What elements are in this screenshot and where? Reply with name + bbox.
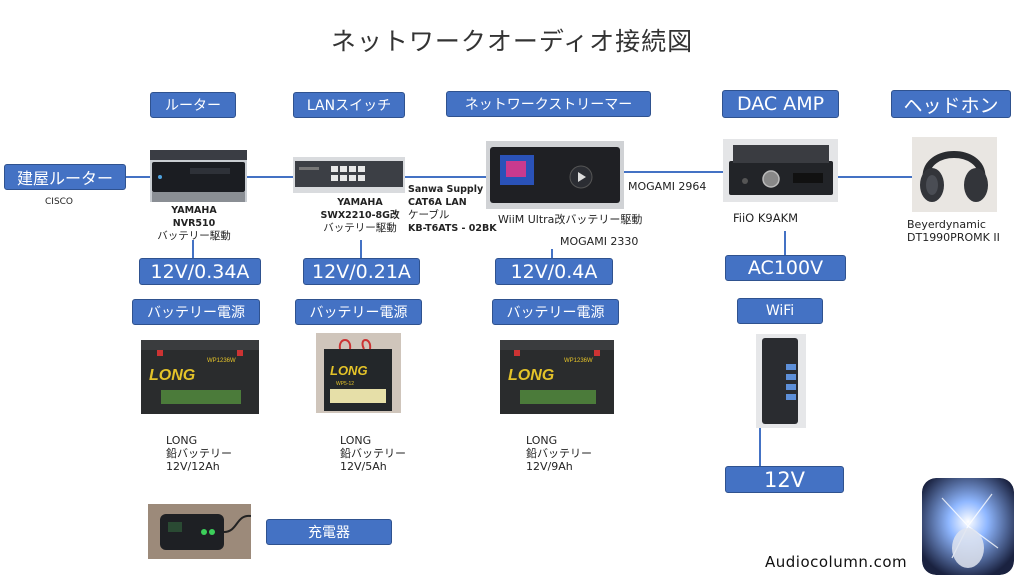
mogami-2330-caption: MOGAMI 2330 <box>560 235 639 248</box>
site-url: Audiocolumn.com <box>765 553 908 571</box>
cable-caption-model: KB-T6ATS - 02BK <box>408 223 497 234</box>
streamer-photo <box>486 141 624 209</box>
cable-caption-brand: Sanwa Supply <box>408 184 484 195</box>
switch-caption-model: SWX2210-8G改 <box>320 210 400 221</box>
battery-caption-2: LONG 鉛バッテリー 12V/5Ah <box>340 434 406 473</box>
site-logo-image <box>922 478 1014 575</box>
dac-power-box: AC100V <box>725 255 846 281</box>
building-router-box: 建屋ルーター <box>4 164 126 190</box>
battery-2-type: 鉛バッテリー <box>340 447 406 460</box>
battery-1-brand: LONG <box>166 434 198 447</box>
wifi-label-box: WiFi <box>737 298 823 324</box>
battery-1-model: WP1236W <box>207 358 236 364</box>
battery-2-logo: LONG <box>330 363 368 378</box>
battery-photo-2: LONG WP5-12 <box>316 333 401 413</box>
charger-label-box: 充電器 <box>266 519 392 545</box>
lan-switch-label-box: LANスイッチ <box>293 92 405 118</box>
router-caption-brand: YAMAHA <box>171 205 217 216</box>
headphone-caption-model: DT1990PROMK II <box>907 231 1000 244</box>
battery-3-model: WP1236W <box>564 358 593 364</box>
router-photo <box>150 150 247 202</box>
battery-1-logo: LONG <box>149 367 195 384</box>
battery-3-logo: LONG <box>508 367 554 384</box>
cable-caption-word: ケーブル <box>408 209 450 221</box>
headphone-caption-brand: Beyerdynamic <box>907 218 986 231</box>
router-power-box: 12V/0.34A <box>139 258 261 285</box>
cisco-caption: CISCO <box>45 197 74 207</box>
switch-caption-brand: YAMAHA <box>337 197 383 208</box>
battery-3-spec: 12V/9Ah <box>526 460 573 473</box>
diagram-title: ネットワークオーディオ接続図 <box>330 27 694 56</box>
battery-caption-1: LONG 鉛バッテリー 12V/12Ah <box>166 434 232 473</box>
cable-caption-type: CAT6A LAN <box>408 197 467 208</box>
dac-caption: FiiO K9AKM <box>733 211 799 225</box>
battery-2-brand: LONG <box>340 434 372 447</box>
mogami-2964-caption: MOGAMI 2964 <box>628 180 707 193</box>
router-label-box: ルーター <box>150 92 236 118</box>
dac-photo <box>723 139 838 202</box>
switch-caption: YAMAHA SWX2210-8G改 バッテリー駆動 <box>304 196 416 235</box>
battery-photo-1: LONG WP1236W <box>141 340 259 414</box>
cable-caption: Sanwa Supply CAT6A LAN ケーブル KB-T6ATS - 0… <box>408 183 497 235</box>
wifi-power-box: 12V <box>725 466 844 493</box>
switch-photo <box>293 157 405 193</box>
headphone-caption: Beyerdynamic DT1990PROMK II <box>907 218 1000 244</box>
battery-2-spec: 12V/5Ah <box>340 460 387 473</box>
battery-label-box-1: バッテリー電源 <box>132 299 260 325</box>
router-caption-model: NVR510 <box>172 218 216 229</box>
battery-3-type: 鉛バッテリー <box>526 447 592 460</box>
charger-photo <box>148 504 251 559</box>
streamer-label-box: ネットワークストリーマー <box>446 91 651 117</box>
battery-caption-3: LONG 鉛バッテリー 12V/9Ah <box>526 434 592 473</box>
router-caption-note: バッテリー駆動 <box>157 230 231 242</box>
headphone-photo <box>912 137 997 212</box>
battery-label-box-3: バッテリー電源 <box>492 299 619 325</box>
switch-power-box: 12V/0.21A <box>303 258 420 285</box>
battery-photo-3: LONG WP1236W <box>500 340 614 414</box>
battery-3-brand: LONG <box>526 434 558 447</box>
wifi-photo <box>756 334 806 428</box>
router-caption: YAMAHA NVR510 バッテリー駆動 <box>151 204 237 243</box>
battery-1-spec: 12V/12Ah <box>166 460 220 473</box>
battery-label-box-2: バッテリー電源 <box>295 299 422 325</box>
headphone-label-box: ヘッドホン <box>891 90 1011 118</box>
streamer-caption: WiiM Ultra改バッテリー駆動 <box>498 213 643 226</box>
switch-caption-note: バッテリー駆動 <box>323 222 397 234</box>
battery-2-model: WP5-12 <box>336 381 354 387</box>
battery-1-type: 鉛バッテリー <box>166 447 232 460</box>
dac-amp-label-box: DAC AMP <box>722 90 839 118</box>
streamer-power-box: 12V/0.4A <box>495 258 613 285</box>
